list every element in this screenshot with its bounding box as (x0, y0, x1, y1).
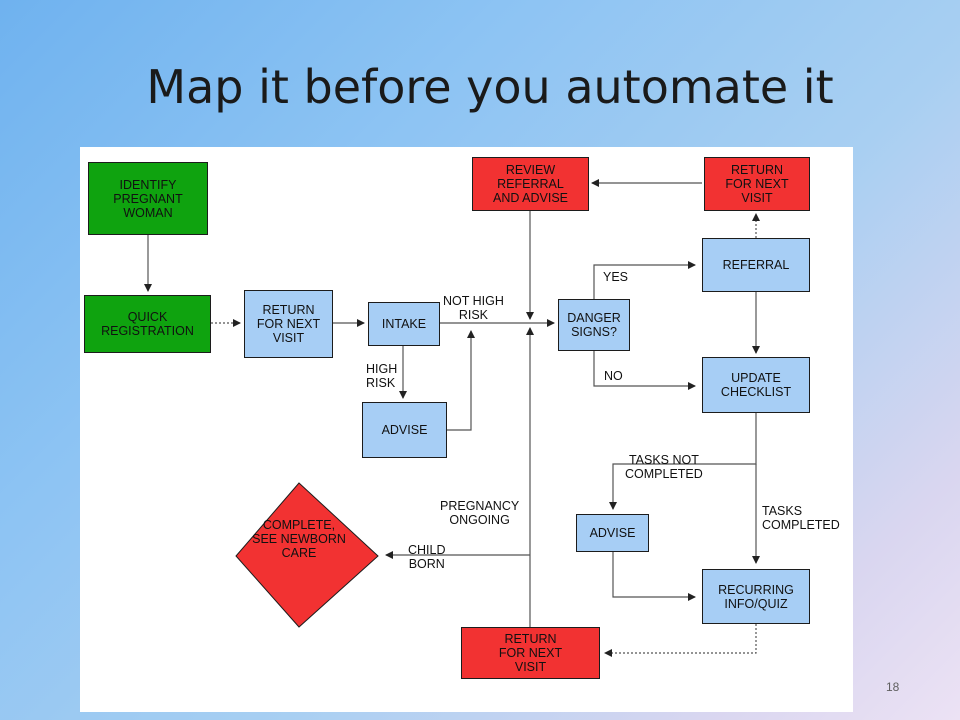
node-referral: REFERRAL (702, 238, 810, 292)
slide-number: 18 (886, 680, 900, 694)
edge-advise-to-main (447, 330, 475, 431)
label-high-risk: HIGH RISK (366, 362, 398, 390)
flowchart-canvas: IDENTIFY PREGNANT WOMAN QUICK REGISTRATI… (80, 147, 853, 712)
label-tasks-completed: TASKS COMPLETED (762, 504, 840, 532)
label-pregnancy-ongoing: PREGNANCY ONGOING (440, 499, 520, 527)
slide-title: Map it before you automate it (146, 60, 834, 114)
node-return-for-next-visit-1: RETURN FOR NEXT VISIT (244, 290, 333, 358)
node-advise-tasks: ADVISE (576, 514, 649, 552)
node-advise-high-risk: ADVISE (362, 402, 447, 458)
node-identify-pregnant-woman: IDENTIFY PREGNANT WOMAN (88, 162, 208, 235)
edge-danger-to-referral (593, 261, 696, 299)
label-child-born: CHILD BORN (408, 543, 446, 571)
node-return-for-next-visit-bottom: RETURN FOR NEXT VISIT (461, 627, 600, 679)
node-update-checklist: UPDATE CHECKLIST (702, 357, 810, 413)
edge-danger-to-update (593, 351, 696, 390)
node-intake: INTAKE (368, 302, 440, 346)
edge-recurring-to-return-bottom (604, 624, 757, 657)
label-tasks-not-completed: TASKS NOT COMPLETED (625, 453, 703, 481)
flowchart-connectors (144, 179, 760, 657)
label-no: NO (604, 369, 623, 383)
node-review-referral: REVIEW REFERRAL AND ADVISE (472, 157, 589, 211)
edge-advise-to-recurring (612, 552, 696, 601)
node-quick-registration: QUICK REGISTRATION (84, 295, 211, 353)
complete-diamond (235, 482, 379, 628)
label-not-high-risk: NOT HIGH RISK (443, 294, 504, 322)
node-return-for-next-visit-top: RETURN FOR NEXT VISIT (704, 157, 810, 211)
node-recurring-info-quiz: RECURRING INFO/QUIZ (702, 569, 810, 624)
node-complete-newborn-care: COMPLETE, SEE NEWBORN CARE (252, 518, 346, 560)
edge-update-to-advise (609, 413, 757, 510)
node-danger-signs: DANGER SIGNS? (558, 299, 630, 351)
label-yes: YES (603, 270, 629, 284)
